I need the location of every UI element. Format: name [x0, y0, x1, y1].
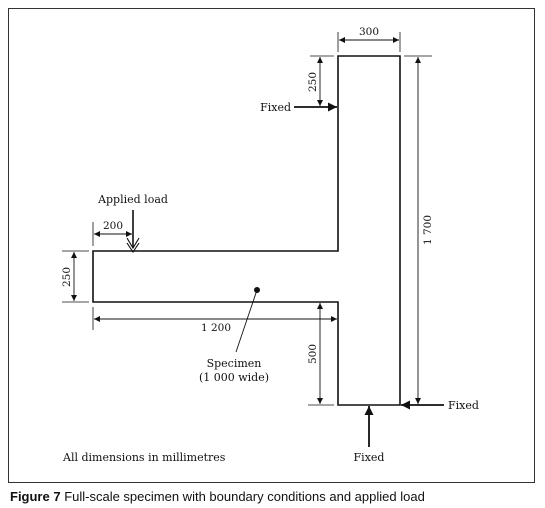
label-specimen: Specimen — [207, 357, 262, 370]
label-fixed-bottom: Fixed — [354, 451, 385, 464]
specimen-leader-line — [235, 289, 258, 353]
applied-load-arrow — [126, 210, 140, 253]
figure-frame — [8, 8, 535, 483]
specimen-outline — [92, 55, 401, 406]
dim-top-offset: 250 — [307, 72, 319, 92]
label-units-note: All dimensions in millimetres — [62, 451, 226, 464]
dim-arm-length: 1 200 — [201, 322, 231, 334]
label-specimen-width: (1 000 wide) — [199, 371, 269, 384]
figure-caption-text: Full-scale specimen with boundary condit… — [60, 489, 425, 504]
dim-load-offset: 200 — [103, 220, 123, 232]
dim-top-width: 300 — [359, 26, 379, 38]
figure-caption-label: Figure 7 — [10, 489, 61, 504]
dim-bottom-offset: 500 — [307, 344, 319, 364]
dim-arm-height: 250 — [61, 267, 73, 287]
label-applied-load: Applied load — [97, 193, 168, 206]
label-fixed-right: Fixed — [448, 399, 479, 412]
extension-lines — [62, 32, 432, 406]
dim-total-height: 1 700 — [422, 215, 434, 245]
figure-caption: Figure 7 Full-scale specimen with bounda… — [10, 489, 425, 504]
label-fixed-top: Fixed — [260, 101, 291, 114]
